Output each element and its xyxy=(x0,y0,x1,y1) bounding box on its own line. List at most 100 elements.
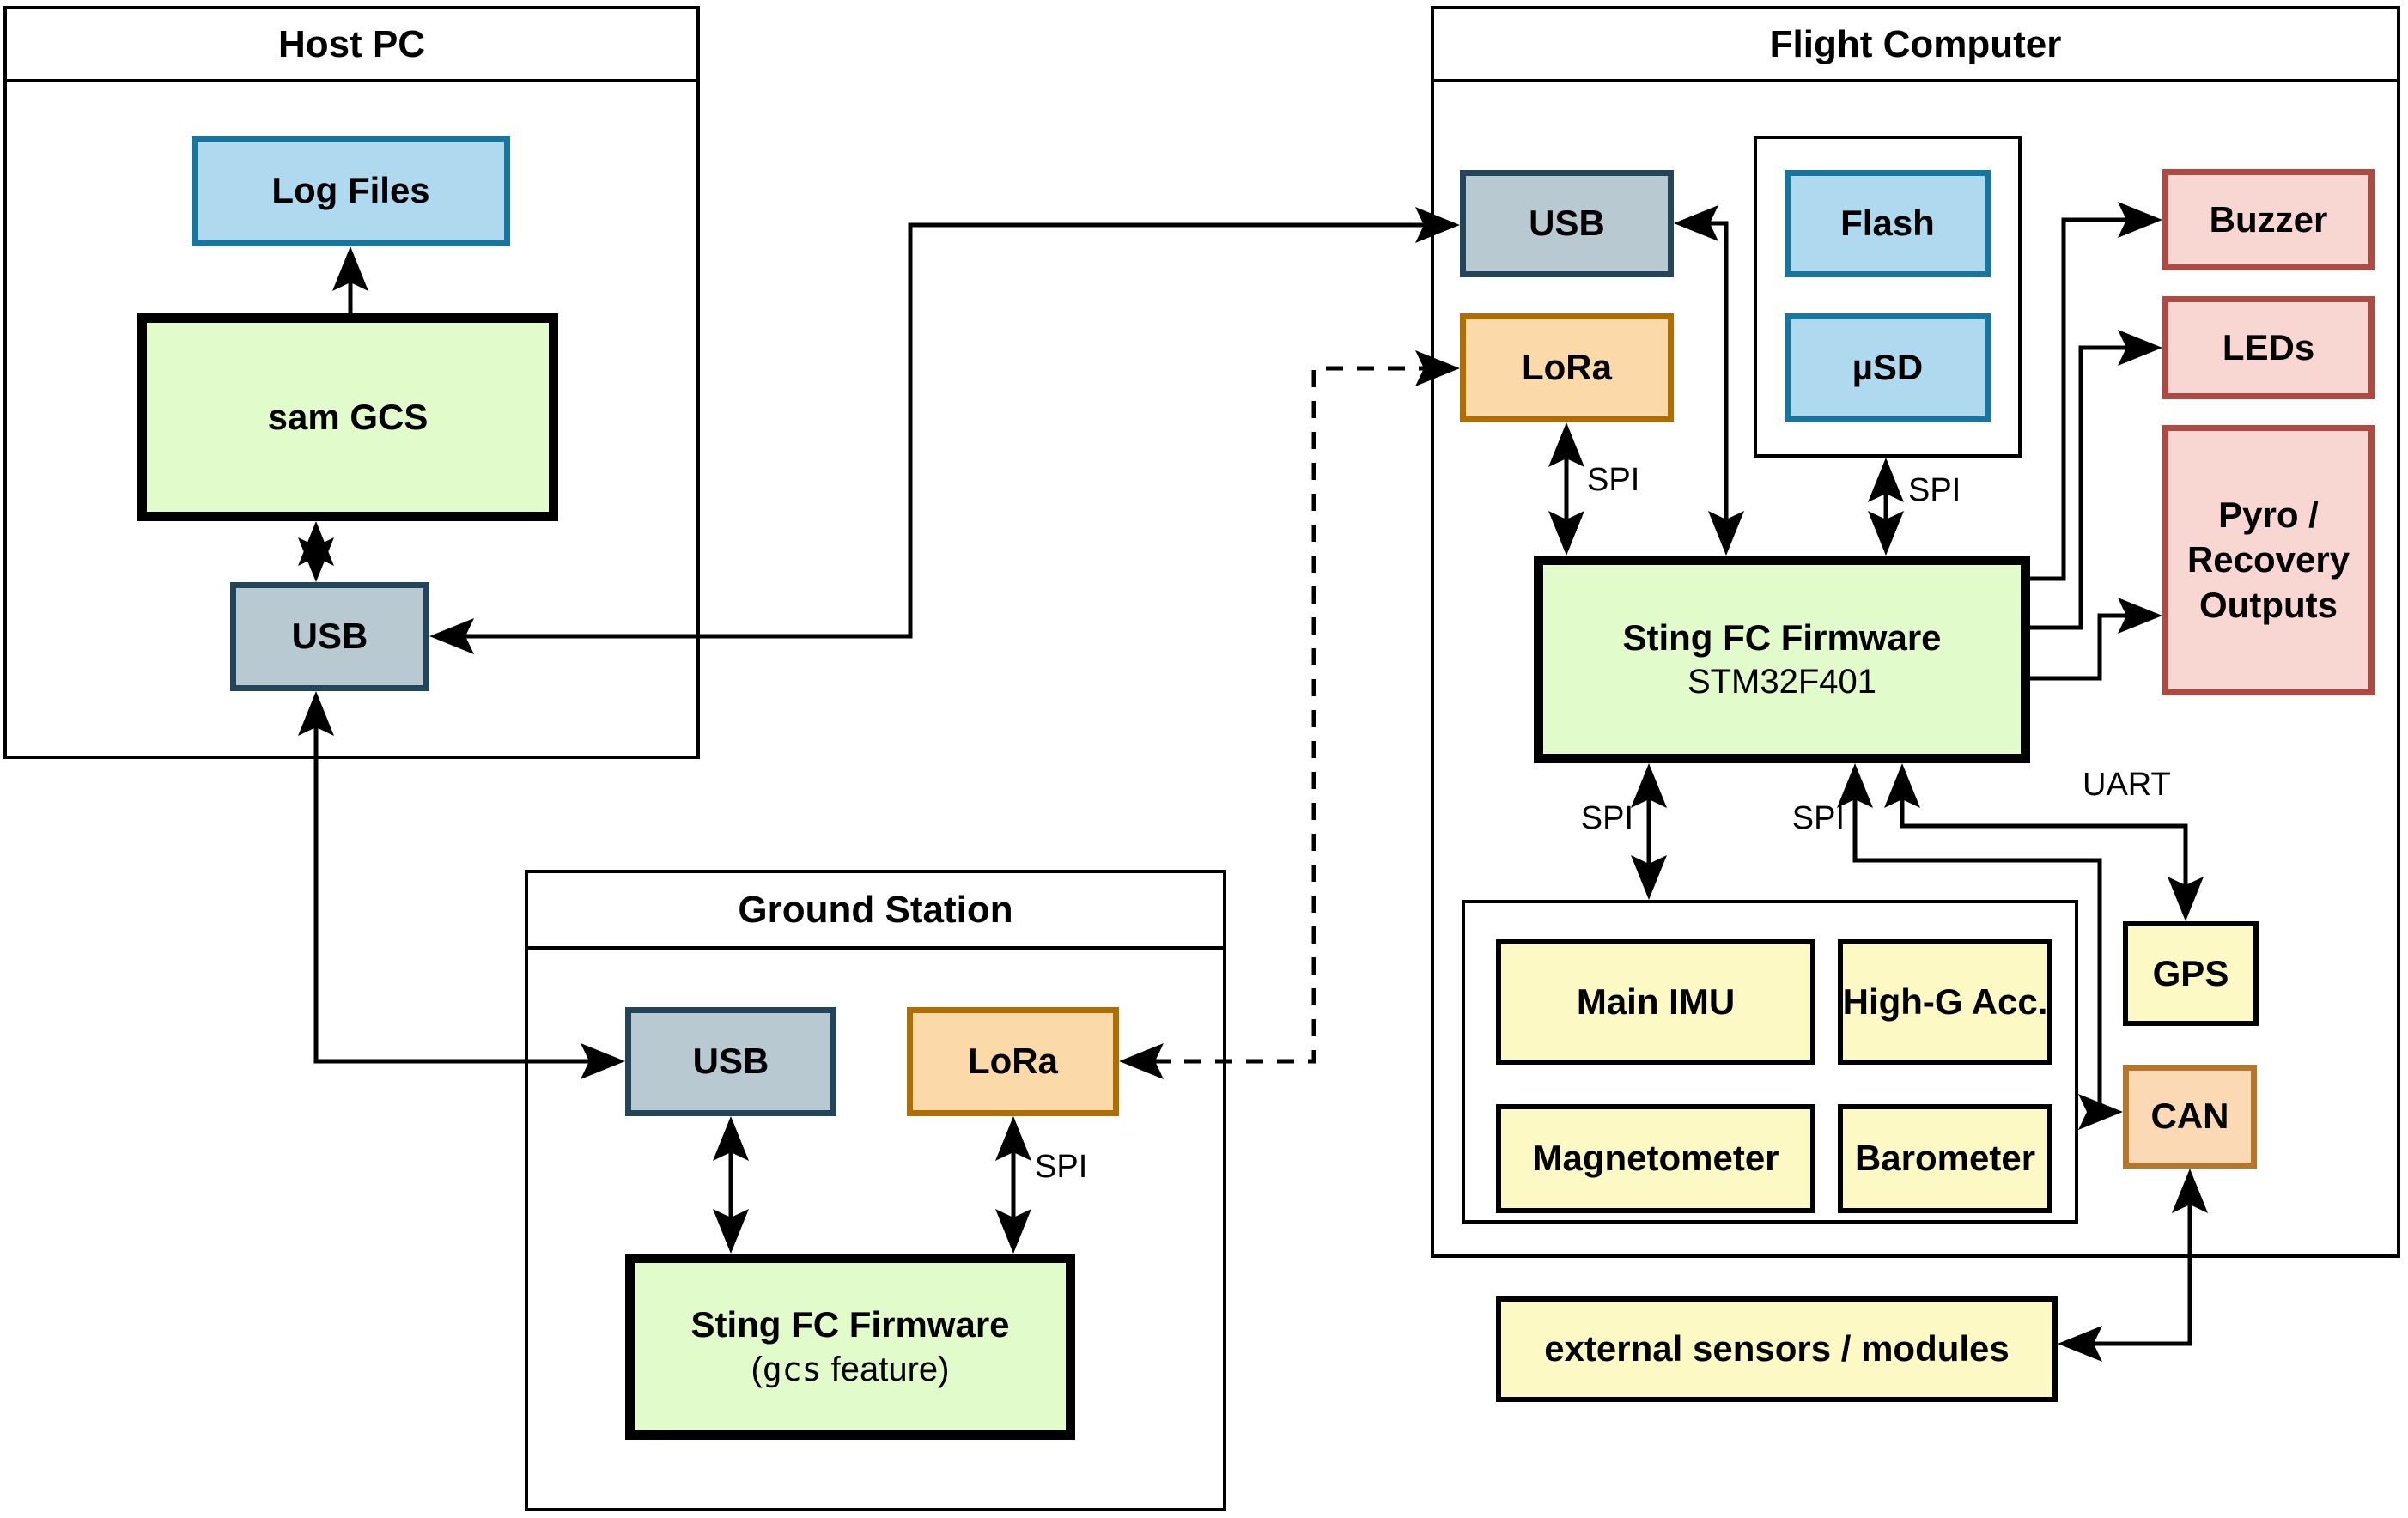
node-label-line: Sting FC Firmware xyxy=(1622,616,1941,661)
node-label-line: Buzzer xyxy=(2210,197,2328,243)
edge-fcusb-fcfw xyxy=(1674,205,1744,556)
node-label-segment: USB xyxy=(1529,203,1605,244)
node-label-line: LEDs xyxy=(2223,325,2314,371)
node-label-segment: USB xyxy=(692,1041,769,1082)
arrowhead xyxy=(2058,1326,2102,1362)
node-label-segment: LoRa xyxy=(1522,347,1612,388)
node-label-segment: ( xyxy=(751,1350,763,1388)
node-gs-usb: USB xyxy=(625,1007,836,1116)
arrowhead xyxy=(713,1116,749,1161)
node-label-line: Magnetometer xyxy=(1532,1136,1779,1181)
node-label-line: Main IMU xyxy=(1577,980,1735,1025)
arrowhead xyxy=(1548,511,1584,556)
edge-gsusb-gsfw xyxy=(713,1116,749,1254)
edge-fcusb-hostusb xyxy=(429,207,1460,654)
node-barometer: Barometer xyxy=(1838,1104,2052,1213)
edge-label-spi-micro-sd: SPI xyxy=(1908,472,1961,508)
node-flash: Flash xyxy=(1785,170,1991,277)
arrowhead xyxy=(713,1209,749,1254)
node-micro-sd: µSD xyxy=(1785,313,1991,422)
edge-gslora-gsfw-spi xyxy=(995,1116,1031,1254)
arrowhead xyxy=(1868,511,1904,556)
node-label-line: (gcs feature) xyxy=(751,1348,950,1391)
edge-line xyxy=(313,726,591,1064)
arrowhead xyxy=(2118,202,2162,238)
node-label-segment: Buzzer xyxy=(2209,198,2328,240)
node-label-segment: Barometer xyxy=(1854,1138,2036,1179)
node-gs-firmware: Sting FC Firmware(gcs feature) xyxy=(625,1254,1075,1440)
node-label-segment: USB xyxy=(291,616,368,657)
node-label-line: LoRa xyxy=(1522,345,1612,391)
arrowhead xyxy=(298,691,334,736)
node-main-imu: Main IMU xyxy=(1496,939,1815,1065)
node-label-line: USB xyxy=(1529,201,1605,246)
edge-gcs-to-logfiles xyxy=(332,246,368,313)
node-label-line: µSD xyxy=(1852,345,1924,391)
edge-line xyxy=(2030,217,2128,581)
node-label-line: Flash xyxy=(1840,201,1935,246)
container-title: Flight Computer xyxy=(1434,9,2397,82)
edge-line xyxy=(2030,345,2128,630)
node-label-segment: Main IMU xyxy=(1576,981,1736,1022)
node-label-line: external sensors / modules xyxy=(1544,1327,2010,1372)
edge-line xyxy=(2030,613,2128,681)
node-fc-lora: LoRa xyxy=(1460,313,1674,422)
arrowhead xyxy=(581,1043,625,1079)
edge-fcfw-can xyxy=(1837,763,2123,1130)
node-label-segment: gcs xyxy=(762,1350,822,1388)
arrowhead xyxy=(332,246,368,291)
node-label-segment: Log Files xyxy=(271,170,430,211)
node-buzzer: Buzzer xyxy=(2162,169,2375,270)
arrowhead xyxy=(1868,458,1904,502)
arrowhead xyxy=(2168,877,2204,921)
container-title-text: Ground Station xyxy=(738,888,1013,931)
node-label-line: Barometer xyxy=(1855,1136,2035,1181)
edge-gcs-hostusb xyxy=(298,521,334,582)
node-label-segment: Magnetometer xyxy=(1532,1138,1779,1179)
node-label-line: USB xyxy=(292,614,368,659)
node-label-segment: GPS xyxy=(2152,952,2229,993)
edge-line xyxy=(2092,1203,2192,1346)
node-label-line: Outputs xyxy=(2199,583,2338,628)
node-host-usb: USB xyxy=(230,582,429,691)
node-label-line: CAN xyxy=(2151,1094,2229,1139)
edge-label-spi-can-line: SPI xyxy=(1791,800,1845,836)
arrowhead xyxy=(1708,511,1744,556)
arrowhead xyxy=(1415,350,1460,386)
container-title-text: Host PC xyxy=(277,22,426,65)
node-label-line: GPS xyxy=(2153,951,2229,997)
edge-label-spi-fc-lora: SPI xyxy=(1587,462,1640,498)
node-leds: LEDs xyxy=(2162,296,2375,399)
node-external-modules: external sensors / modules xyxy=(1496,1296,2058,1402)
arrowhead xyxy=(2118,330,2162,366)
arrowhead xyxy=(1548,422,1584,467)
edge-line xyxy=(1900,798,2188,887)
node-label-line: Log Files xyxy=(271,168,429,214)
container-title: Host PC xyxy=(7,9,696,82)
arrowhead xyxy=(1415,207,1460,243)
edge-fcfw-gps-uart xyxy=(1884,763,2204,921)
node-label-segment: external sensors / modules xyxy=(1544,1328,2010,1369)
node-label-segment: Flash xyxy=(1840,203,1935,244)
edge-line xyxy=(1153,366,1426,1064)
edge-fcfw-leds xyxy=(2030,330,2162,630)
node-label-line: USB xyxy=(693,1039,769,1084)
edge-label-uart-gps: UART xyxy=(2083,767,2171,803)
container-title-text: Flight Computer xyxy=(1769,22,2062,65)
node-label-segment: feature) xyxy=(821,1350,950,1388)
node-label-segment: Sting FC Firmware xyxy=(690,1304,1010,1345)
arrowhead xyxy=(1631,763,1667,808)
edge-label-spi-sensors: SPI xyxy=(1580,800,1633,836)
node-label-segment: CAN xyxy=(2150,1096,2229,1137)
node-label-segment: Outputs xyxy=(2199,584,2338,625)
arrowhead xyxy=(995,1209,1031,1254)
edge-line xyxy=(1708,221,1729,521)
edge-can-external xyxy=(2058,1169,2208,1362)
node-can: CAN xyxy=(2123,1065,2257,1169)
edge-gslora-fclora-radio xyxy=(1119,350,1460,1079)
node-label-line: High-G Acc. xyxy=(1843,980,2048,1025)
